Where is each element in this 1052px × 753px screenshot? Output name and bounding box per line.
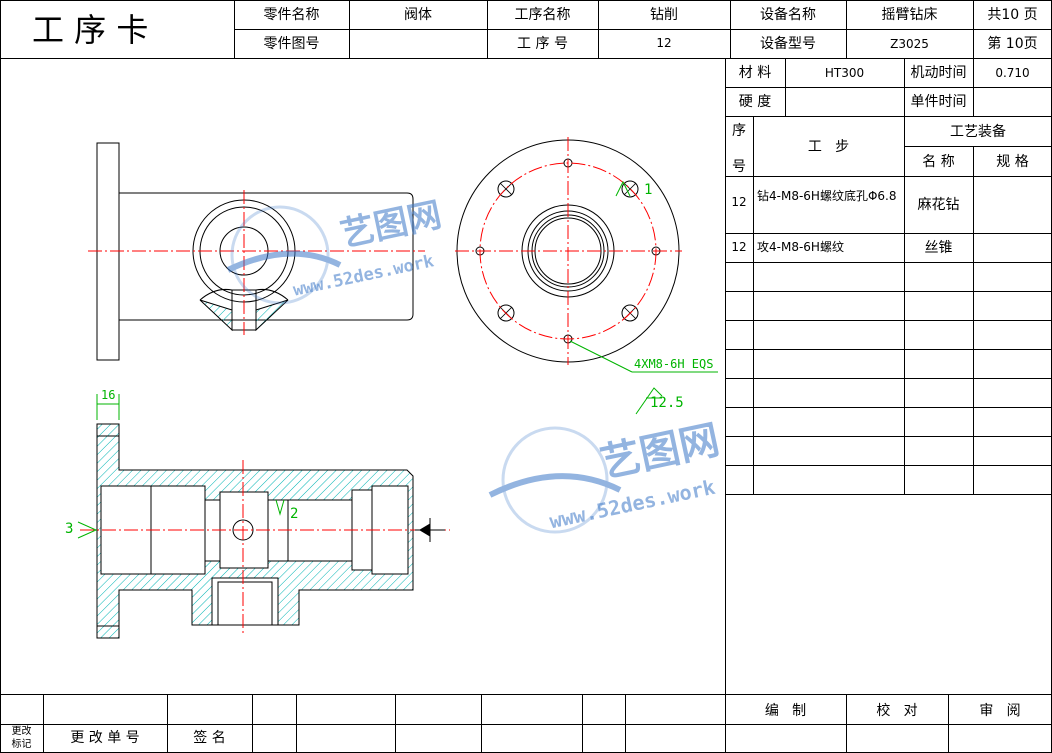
col-seq-top: 序 — [732, 123, 746, 139]
watermark-logo-1 — [226, 205, 342, 305]
roughness-value: 12.5 — [650, 395, 684, 411]
col-seq-bottom: 号 — [732, 159, 746, 175]
unit-time-label: 单件时间 — [910, 94, 967, 110]
review-label: 审 阅 — [979, 703, 1021, 719]
process-name-label: 工序名称 — [514, 7, 571, 23]
equipment-name-value: 摇臂钻床 — [881, 7, 938, 23]
drawing-no-label: 零件图号 — [263, 36, 320, 52]
machine-time-value: 0.710 — [995, 66, 1030, 80]
change-order-label: 更 改 单 号 — [70, 730, 140, 746]
part-name-value: 阀体 — [404, 7, 432, 23]
check-label: 校 对 — [876, 703, 918, 719]
process-name-value: 钻削 — [650, 7, 678, 23]
dimension-16: 16 — [101, 388, 116, 402]
signature-label: 签 名 — [193, 730, 226, 746]
row-tool-name: 丝锥 — [924, 240, 953, 256]
material-label: 材 料 — [738, 65, 772, 81]
process-no-label: 工 序 号 — [517, 36, 568, 52]
card-title: 工 序 卡 — [32, 11, 149, 49]
part-name-label: 零件名称 — [263, 7, 320, 23]
equipment-name-label: 设备名称 — [760, 7, 816, 23]
row-step: 攻4-M8-6H螺纹 — [757, 240, 844, 254]
page-no: 第 10页 — [987, 36, 1038, 52]
hardness-label: 硬 度 — [738, 94, 772, 110]
equipment-model-label: 设备型号 — [760, 36, 816, 52]
row-seq: 12 — [731, 240, 747, 254]
surface-mark-2: 2 — [290, 506, 299, 522]
machine-time-label: 机动时间 — [910, 65, 967, 81]
watermark-logo-2 — [488, 426, 622, 534]
equipment-model-value: Z3025 — [890, 37, 929, 51]
change-mark-label: 更改标记 — [11, 726, 32, 750]
surface-mark-1: 1 — [644, 182, 653, 198]
col-equipment: 工艺装备 — [950, 124, 1006, 140]
row-seq: 12 — [731, 195, 747, 209]
compile-label: 编 制 — [764, 703, 807, 719]
material-value: HT300 — [824, 66, 865, 80]
col-name: 名 称 — [922, 154, 955, 170]
thread-callout: 4XM8-6H EQS — [634, 357, 714, 371]
surface-mark-3: 3 — [65, 521, 74, 537]
total-pages: 共10 页 — [987, 7, 1038, 23]
col-spec: 规 格 — [996, 154, 1029, 170]
process-no-value: 12 — [656, 36, 672, 50]
row-step: 钻4-M8-6H螺纹底孔Φ6.8 — [757, 189, 897, 203]
row-tool-name: 麻花钻 — [917, 197, 960, 213]
col-step: 工 步 — [807, 139, 850, 155]
